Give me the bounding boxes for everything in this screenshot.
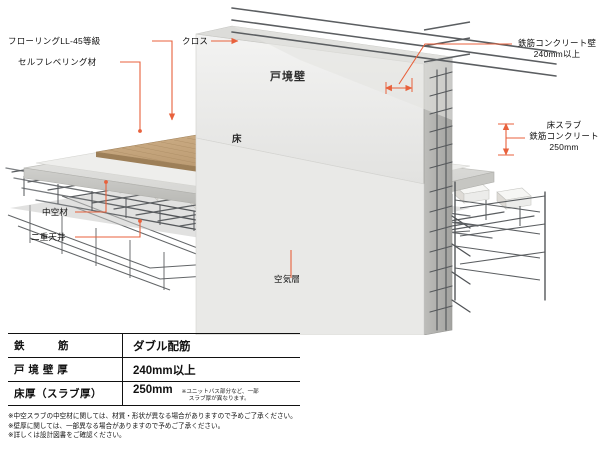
spec-value-rebar: ダブル配筋 <box>123 334 301 358</box>
spec-label-wall-thickness: 戸 境 壁 厚 <box>8 357 123 382</box>
spec-value-wall-thickness-text: 240mm以上 <box>133 364 196 377</box>
party-wall-lower <box>195 137 425 335</box>
label-air-layer: 空気層 <box>274 274 301 284</box>
footnote-item: ※詳しくは設計図書をご確認ください。 <box>8 432 126 439</box>
label-void-material: 中空材 <box>42 207 69 217</box>
wall-top-rebar <box>231 0 557 77</box>
spec-value-slab-thickness-text: 250mm <box>133 384 173 396</box>
spec-table: 鉄 筋 ダブル配筋 戸 境 壁 厚 240mm以上 <box>8 333 300 406</box>
label-party-wall: 戸境壁 <box>270 71 306 83</box>
leader-rc-wall <box>398 43 512 85</box>
footnotes: ※中空スラブの中空材に関しては、材質・形状が異なる場合がありますので予めご了承く… <box>8 412 568 441</box>
label-self-leveling: セルフレベリング材 <box>18 57 97 67</box>
table-row: 戸 境 壁 厚 240mm以上 <box>8 357 301 382</box>
construction-cutaway-diagram: フローリングLL-45等級 セルフレベリング材 クロス 中空材 二重天井 戸境壁… <box>5 0 599 335</box>
leader-void-material <box>75 183 107 213</box>
wall-rebar-right-face <box>429 67 453 331</box>
label-floor: 床 <box>232 134 243 145</box>
label-floor-slab-line2: 鉄筋コンクリート <box>529 131 599 141</box>
footnote-item: ※壁厚に関しては、一部異なる場合がありますので予めご了承ください。 <box>8 422 225 430</box>
beam-cage-verticals-front <box>454 181 546 301</box>
leader-flooring <box>152 40 176 121</box>
label-floor-slab-line3: 250mm <box>549 142 579 152</box>
label-double-ceiling: 二重天井 <box>31 232 66 242</box>
spec-value-rebar-text: ダブル配筋 <box>133 340 191 353</box>
label-cross: クロス <box>182 36 209 46</box>
label-rc-wall-line1: 鉄筋コンクリート壁 <box>517 38 597 48</box>
label-flooring: フローリングLL-45等級 <box>8 36 101 46</box>
table-row: 鉄 筋 ダブル配筋 <box>8 333 301 358</box>
label-floor-slab-line1: 床スラブ <box>546 120 582 130</box>
beam-rebar-ties <box>454 195 546 281</box>
party-wall-cut-shade <box>232 26 452 120</box>
label-rc-wall-line2: 240mm以上 <box>533 49 581 59</box>
spec-value-wall-thickness: 240mm以上 <box>123 358 301 382</box>
spec-label-slab-thickness: 床厚（スラブ厚） <box>8 381 123 406</box>
diagram-svg <box>5 0 557 335</box>
leader-self-leveling <box>120 61 141 130</box>
leader-double-ceiling <box>75 222 141 238</box>
leader-lines <box>75 37 525 278</box>
table-row: 床厚（スラブ厚） 250mm ※ユニットバス部分など、一部 スラブ厚が異なります… <box>8 381 301 406</box>
spec-value-slab-thickness: 250mm ※ユニットバス部分など、一部 スラブ厚が異なります。 <box>123 382 301 406</box>
spec-note-slab-thickness: ※ユニットバス部分など、一部 スラブ厚が異なります。 <box>181 389 259 402</box>
footnote-item: ※中空スラブの中空材に関しては、材質・形状が異なる場合がありますので予めご了承く… <box>8 413 297 420</box>
spec-label-rebar: 鉄 筋 <box>8 333 123 358</box>
beam-rebar-cage <box>461 187 533 289</box>
